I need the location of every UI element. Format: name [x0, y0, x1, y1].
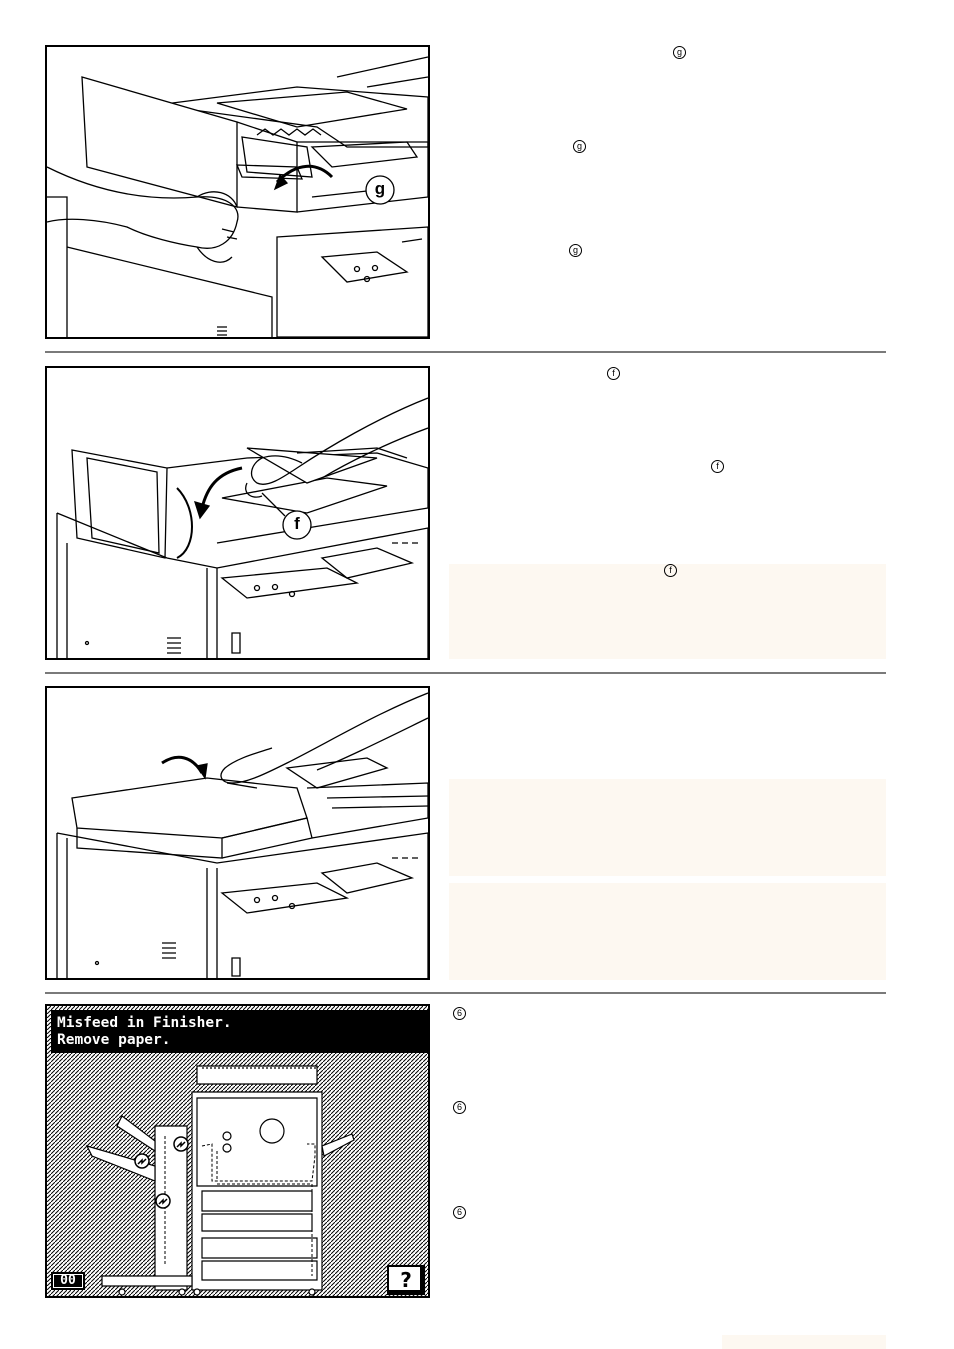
page-footer-tab — [722, 1335, 886, 1349]
section-divider — [45, 672, 886, 674]
section-divider — [45, 351, 886, 353]
message-line-1: Misfeed in Finisher. — [57, 1015, 232, 1031]
note-box — [449, 883, 886, 980]
step2-marker-3: f — [664, 564, 677, 577]
step2-marker-1: f — [607, 367, 620, 380]
note-box — [449, 779, 886, 876]
step1-marker-3: g — [569, 244, 582, 257]
section-divider — [45, 992, 886, 994]
illustration-close-feeder — [45, 686, 430, 980]
step4-marker-1: 6 — [453, 1007, 466, 1020]
help-button[interactable]: ? — [387, 1265, 425, 1295]
callout-label-f: f — [294, 514, 300, 533]
callout-label-g: g — [374, 179, 386, 198]
illustration-lower-guide-f: f — [45, 366, 430, 660]
misfeed-message: Misfeed in Finisher. Remove paper. — [51, 1010, 428, 1053]
step1-marker-2: g — [573, 140, 586, 153]
touch-panel-screen: Misfeed in Finisher. Remove paper. 00 ? — [45, 1004, 430, 1298]
step4-marker-2: 6 — [453, 1101, 466, 1114]
step1-marker-1: g — [673, 46, 686, 59]
step2-marker-2: f — [711, 460, 724, 473]
copy-counter: 00 — [51, 1272, 85, 1290]
message-line-2: Remove paper. — [57, 1032, 171, 1048]
step4-marker-3: 6 — [453, 1206, 466, 1219]
note-box — [449, 564, 886, 659]
illustration-close-cover-g: g — [45, 45, 430, 339]
